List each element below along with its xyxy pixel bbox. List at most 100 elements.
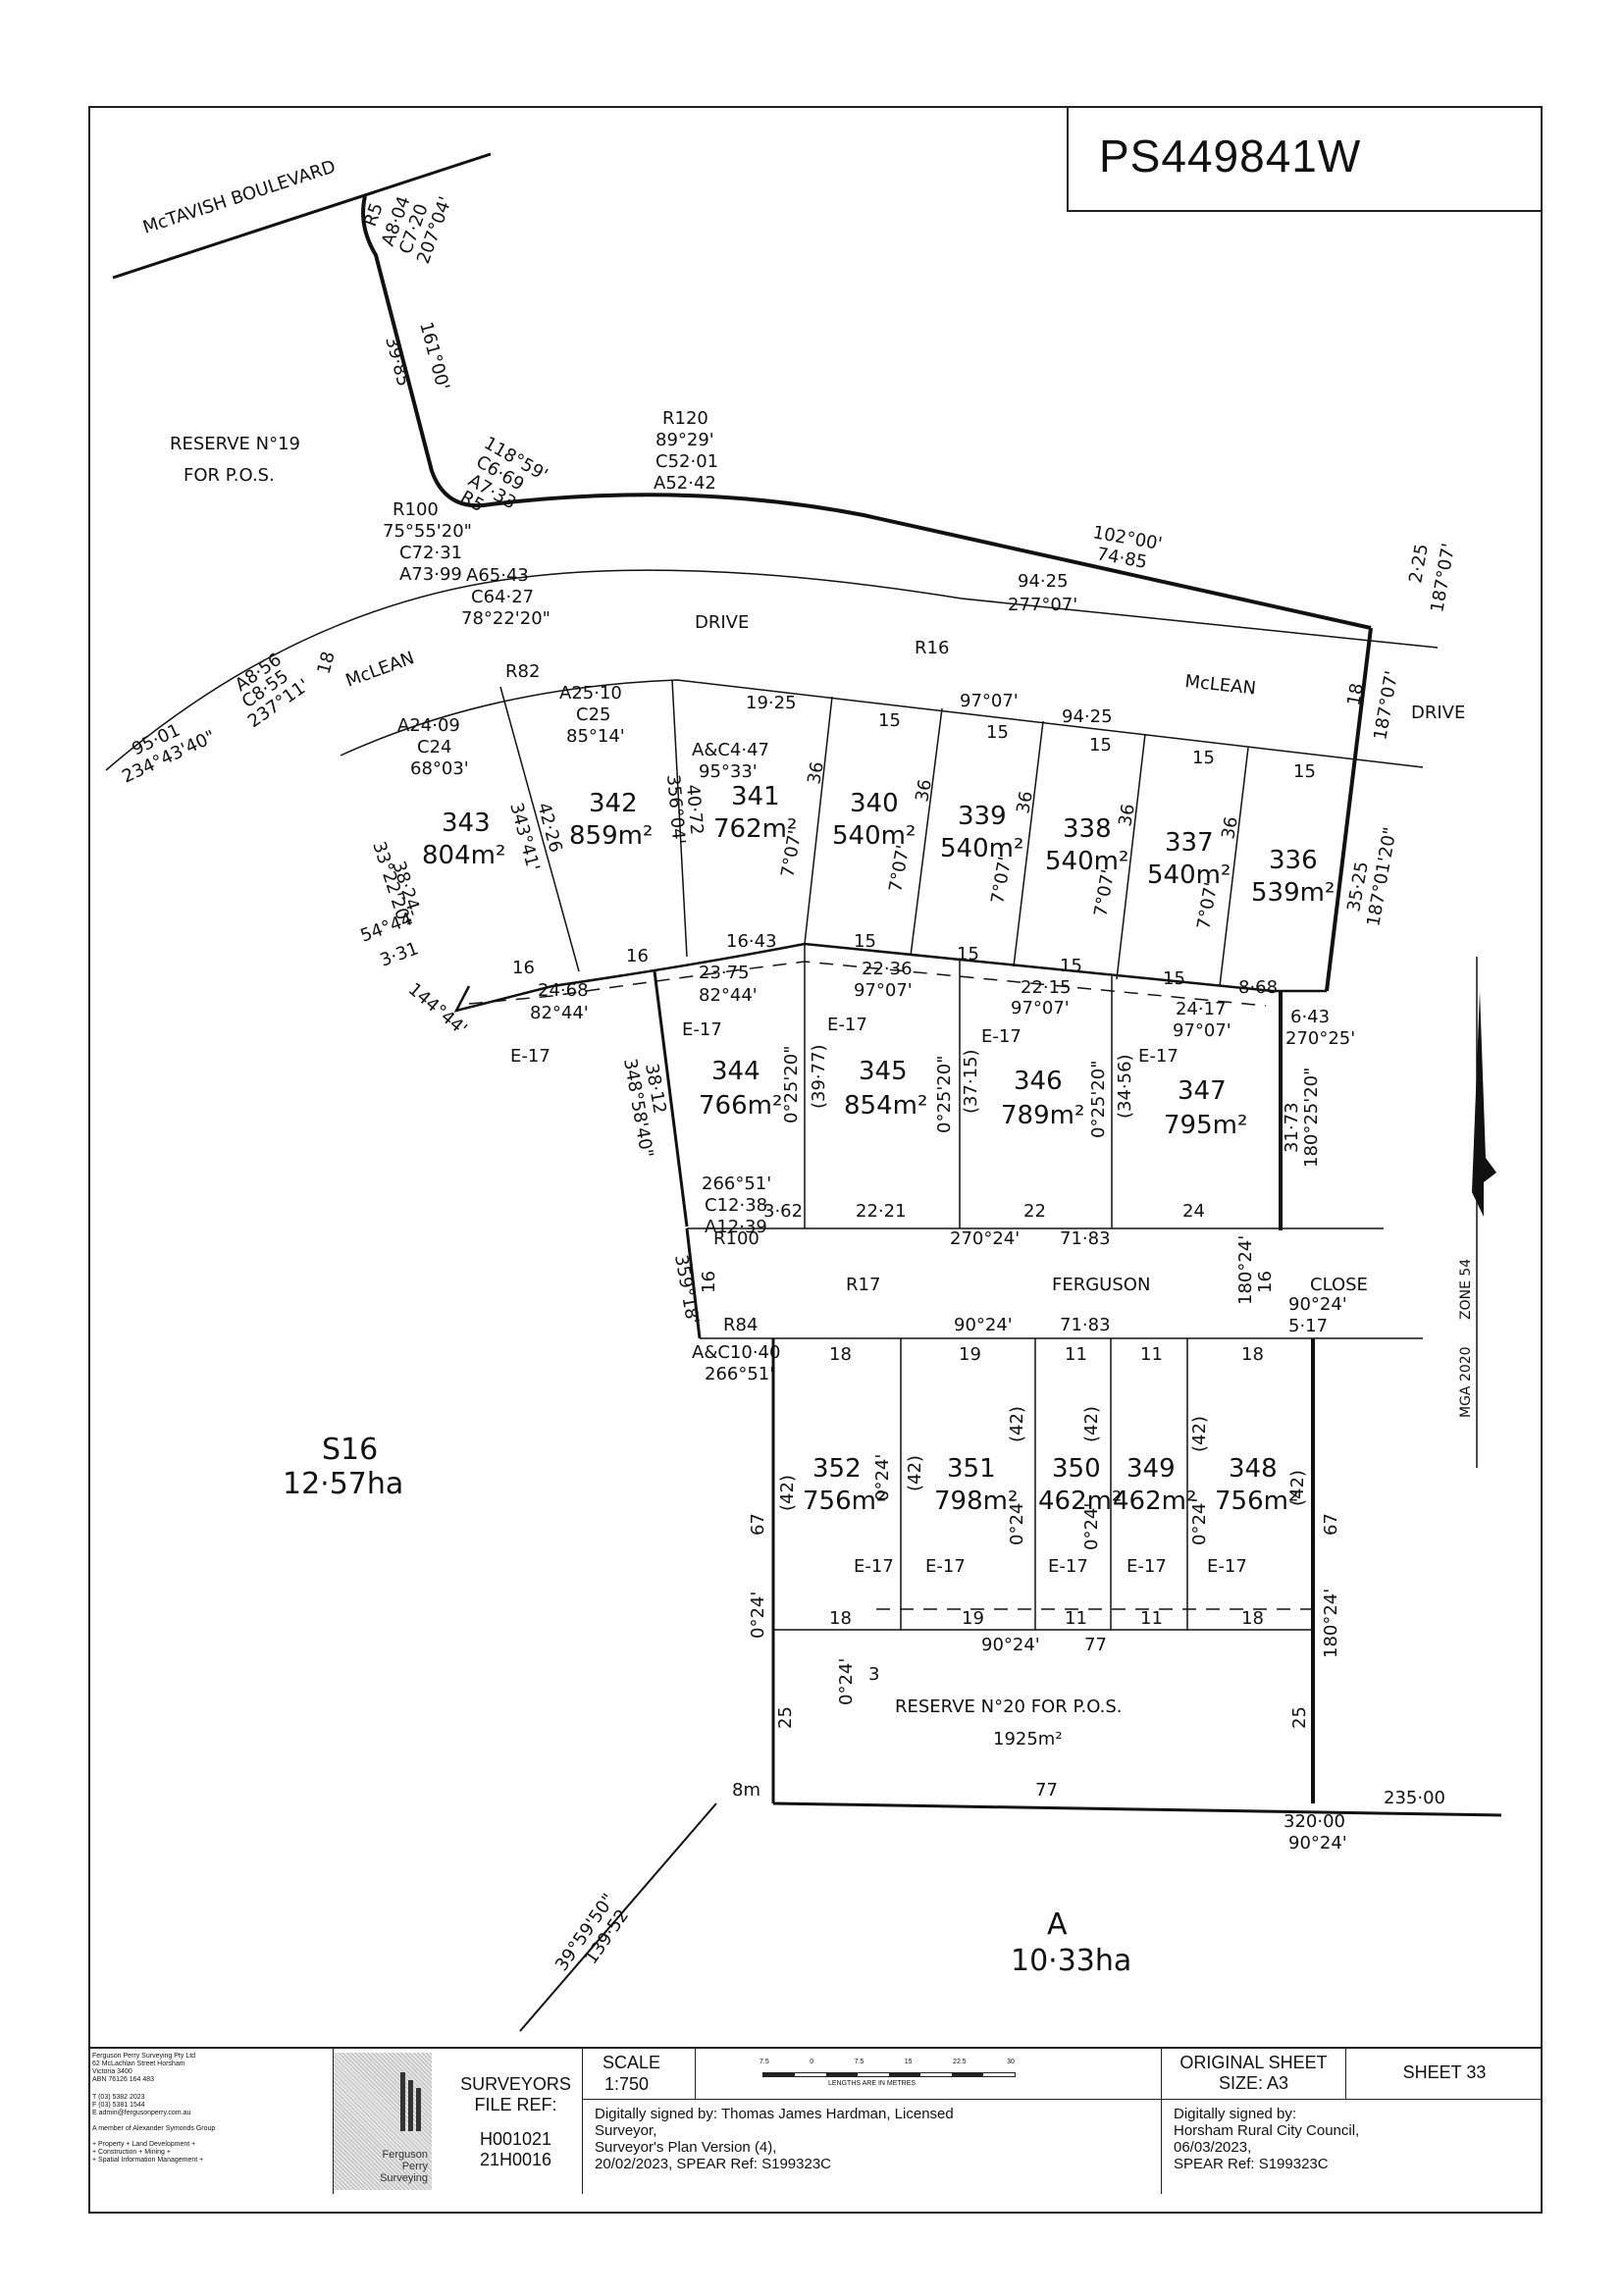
scale-tick-2: 0 [810, 2059, 814, 2065]
dim-7183b: 71·83 [1060, 1315, 1111, 1335]
mclean-north-line [105, 569, 1439, 771]
lot-340-no: 340 [850, 789, 899, 818]
dim-19b: 19 [962, 1608, 984, 1629]
dim-4072: 40·72 [682, 784, 707, 836]
dim-18d: 18 [1241, 1344, 1264, 1365]
dim-ac447: A&C4·47 [692, 740, 769, 760]
dim-19a: 19 [959, 1344, 981, 1365]
dim-15i: 15 [1163, 968, 1185, 989]
road-mclean-right: McLEAN [1183, 671, 1256, 699]
contact-line-2: F (03) 5381 1544 [92, 2102, 145, 2109]
dim-9024a: 90°24' [954, 1315, 1013, 1335]
dim-2375: 23·75 [699, 963, 750, 983]
dim-16b: 16 [626, 946, 649, 966]
lot-div-342-341 [671, 679, 688, 958]
dim-3173: 31·73 [1282, 1102, 1302, 1153]
dim-9707a: 97°07' [960, 691, 1019, 711]
contact-line-1: T (03) 5382 2023 [92, 2094, 145, 2101]
reserve-19-boundary [361, 195, 1372, 630]
dim-36b: 36 [912, 778, 936, 804]
dim-77b: 77 [1035, 1780, 1058, 1800]
original-sheet-cell: ORIGINAL SHEET SIZE: A3 [1162, 2049, 1346, 2100]
dim-8244a: 82°44' [530, 1003, 589, 1023]
scale-tick-4: 15 [904, 2059, 913, 2065]
dim-67b: 67 [1321, 1513, 1341, 1536]
dim-277: 277°07' [1008, 595, 1077, 615]
dim-e17h: E-17 [1048, 1556, 1088, 1577]
lot-339-no: 339 [958, 802, 1007, 831]
dim-024d: 0°24' [1189, 1498, 1210, 1545]
road-close: CLOSE [1310, 1275, 1368, 1295]
signed-surveyor-cell: Digitally signed by: Thomas James Hardma… [583, 2100, 1162, 2194]
scale-tick-6: 30 [1007, 2059, 1015, 2065]
dim-024f: 0°24' [836, 1658, 857, 1705]
dim-36d: 36 [1115, 803, 1139, 828]
ferguson-west [685, 1227, 702, 1339]
dim-42a: (42) [777, 1475, 798, 1511]
lot-346-area: 789m² [1001, 1101, 1084, 1130]
dim-e17a: E-17 [510, 1046, 550, 1067]
dim-a6543: A65·43 [466, 565, 529, 586]
lot-338-area: 540m² [1045, 847, 1128, 876]
lot-346-no: 346 [1014, 1067, 1063, 1096]
lot-336-east [1325, 627, 1373, 992]
scale-label: SCALE [602, 2053, 661, 2072]
dim-0-2520a: 0°25'20" [781, 1046, 802, 1124]
dim-8929: 89°29' [655, 430, 714, 450]
dim-331: 3·31 [378, 938, 422, 970]
dim-e17g: E-17 [925, 1556, 966, 1577]
dim-e17b: E-17 [682, 1019, 722, 1040]
dim-27024: 270°24' [950, 1228, 1020, 1249]
signed-surveyor-2: Surveyor, [595, 2122, 657, 2139]
road-r17: R17 [846, 1275, 880, 1295]
dim-187-07a: 187°07' [1427, 542, 1459, 614]
lot-348-no: 348 [1229, 1454, 1278, 1484]
signed-surveyor-1: Digitally signed by: Thomas James Hardma… [595, 2106, 954, 2122]
lot-343-no: 343 [442, 809, 491, 838]
dim-3x: 3 [868, 1664, 879, 1685]
dim-a7399: A73·99 [399, 564, 462, 585]
surveyors-label: SURVEYORS [460, 2074, 571, 2094]
north-arrow [1472, 991, 1496, 1217]
mclean-south-line [340, 679, 1424, 768]
lot-343-area: 804m² [422, 841, 505, 870]
dim-18025: 180°25'20" [1301, 1068, 1322, 1168]
dim-r82: R82 [505, 661, 540, 682]
dim-15d: 15 [1192, 748, 1215, 768]
dim-024b: 0°24' [1007, 1498, 1027, 1545]
dim-15b: 15 [986, 722, 1009, 743]
dim-15f: 15 [854, 931, 876, 952]
dim-9024d: 90°24' [1288, 1833, 1347, 1853]
zone-label: ZONE 54 [1458, 1259, 1474, 1320]
easement-upper [468, 961, 1267, 1007]
dim-c6427: C64·27 [471, 587, 534, 607]
dim-18f: 18 [1241, 1608, 1264, 1629]
dim-r120: R120 [662, 408, 708, 429]
dim-36e: 36 [1218, 815, 1242, 841]
lot-div-343-342 [499, 686, 580, 972]
dim-11d: 11 [1140, 1608, 1163, 1629]
dim-26651b: 266°51' [705, 1364, 774, 1384]
dim-15e: 15 [1293, 761, 1316, 782]
surveyors-cell: SURVEYORS FILE REF: H001021 21H0016 [449, 2049, 583, 2194]
dim-42f: (42) [1287, 1470, 1308, 1506]
sheet-cell: SHEET 33 [1346, 2049, 1543, 2100]
scale-units: LENGTHS ARE IN METRES [828, 2080, 917, 2087]
dim-9024c: 90°24' [981, 1635, 1040, 1655]
dim-187-07b: 187°07' [1370, 669, 1402, 742]
dim-11b: 11 [1140, 1344, 1163, 1365]
dim-024a: 0°24' [872, 1454, 893, 1501]
dim-16d: 16 [699, 1271, 719, 1293]
lot-div-339-338 [1013, 720, 1044, 967]
member-line: A member of Alexander Symonds Group [92, 2125, 216, 2132]
dim-8514: 85°14' [566, 726, 625, 747]
dim-643: 6·43 [1290, 1007, 1330, 1027]
lot-339-area: 540m² [940, 834, 1023, 863]
firm-line-3: Victoria 3400 [92, 2068, 132, 2075]
dim-517: 5·17 [1288, 1316, 1328, 1336]
lot-div-337-336 [1219, 747, 1249, 987]
firm-details: Ferguson Perry Surveying Pty Ltd 62 McLa… [88, 2049, 334, 2194]
dim-9425b: 94·25 [1062, 706, 1113, 727]
dim-15h: 15 [1060, 956, 1082, 976]
logo-text: Ferguson Perry Surveying [380, 2149, 428, 2184]
